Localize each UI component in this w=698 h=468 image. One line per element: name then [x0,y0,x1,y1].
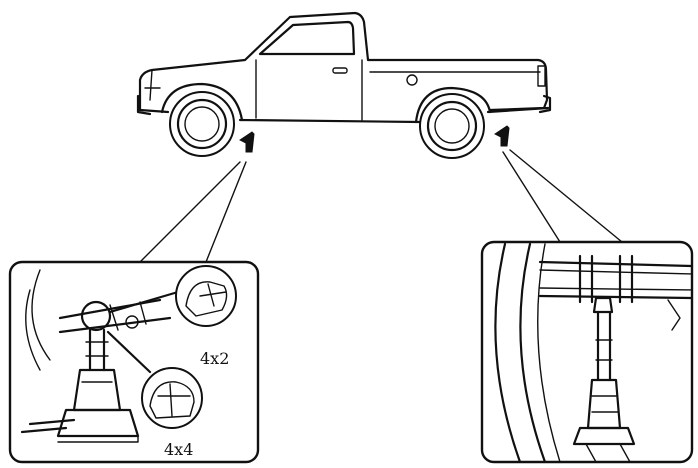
rear-bumper [538,94,552,114]
jack-point-marker-icon [239,131,255,153]
fuel-cap [406,74,418,86]
tail-light [537,65,546,87]
truck-window [258,20,356,56]
front-jack-detail-panel: 4x2 4x4 [8,260,260,464]
hood-line [144,69,161,101]
truck-body-outline [138,11,549,112]
front-callout-line [139,161,247,263]
jack-point-marker-icon [494,125,510,147]
front-wheel [169,91,235,157]
front-wheel-arch [160,82,244,122]
rear-wheel-arch [414,86,492,124]
pickup-truck [136,11,552,159]
door-seam [255,59,363,121]
front-bumper [136,94,152,116]
drive-4wd-label: 4x4 [164,440,193,459]
drive-2wd-label: 4x2 [200,349,229,368]
rear-jack-detail-panel [480,240,694,464]
rear-callout-line [502,149,623,243]
rear-wheel [419,93,485,159]
door-handle [332,67,348,74]
truck-rocker [138,106,550,124]
